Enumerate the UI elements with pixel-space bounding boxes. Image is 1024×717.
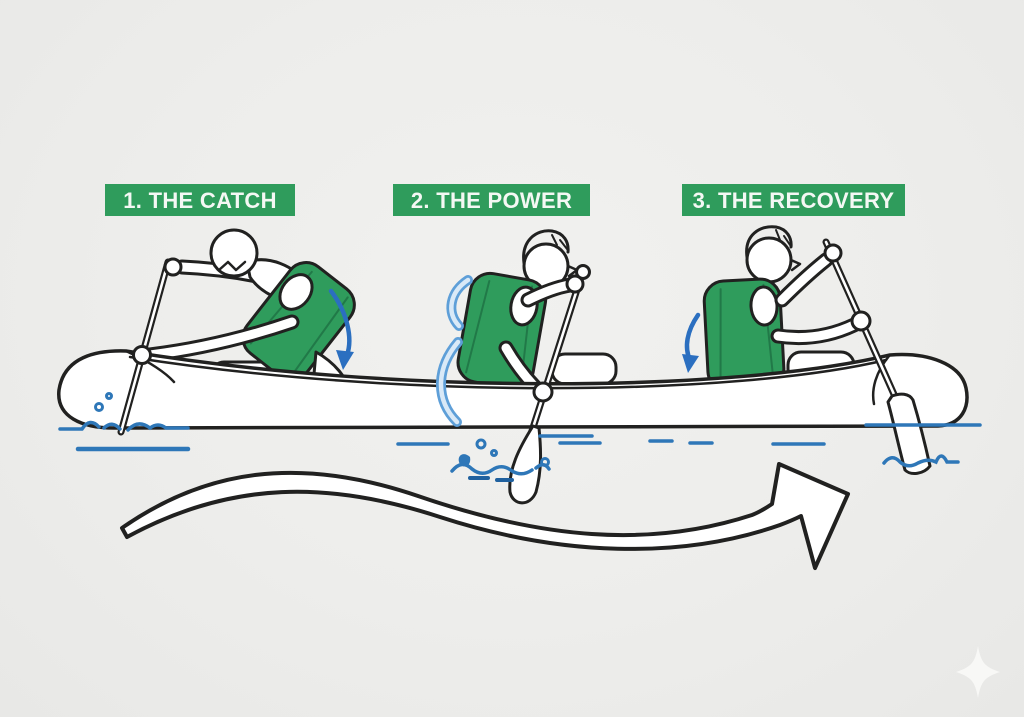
catch-top-hand (163, 257, 183, 277)
recovery-down-arrow-icon (682, 312, 701, 373)
bow-wave (58, 420, 190, 432)
power-grip-knob (575, 264, 591, 280)
recovery-face (789, 258, 802, 272)
power-lower-hand (532, 381, 554, 403)
paddles (117, 238, 932, 505)
hull-body (57, 349, 969, 430)
power-hair (522, 229, 570, 265)
splash-droplet (94, 402, 104, 412)
forward-swoosh-arrow-icon (120, 462, 850, 570)
catch-head (209, 228, 259, 278)
paddle-recovery-blade (886, 392, 932, 475)
paddler-power-figure (456, 229, 579, 398)
recovery-armhole (749, 285, 779, 327)
recovery-head (745, 236, 793, 284)
seat-middle (550, 352, 618, 386)
catch-armhole (278, 273, 314, 311)
power-vest (456, 271, 548, 391)
catch-down-arrow-icon (328, 288, 354, 370)
paddle-power-blade (508, 424, 543, 505)
step-label-catch: 1. THE CATCH (105, 184, 295, 216)
sparkle-icon (956, 646, 1000, 698)
paddler-recovery-figure (702, 225, 862, 393)
power-top-hand (565, 274, 585, 294)
power-splash (450, 438, 551, 482)
catch-lower-hand (132, 345, 152, 365)
catch-hair (217, 260, 247, 272)
rotation-arc-icon (436, 275, 473, 427)
step-label-power: 2. THE POWER (393, 184, 590, 216)
step-label-recovery: 3. THE RECOVERY (682, 184, 905, 216)
stern-cap-line (872, 354, 891, 406)
recovery-lower-hand (850, 310, 872, 332)
recovery-top-hand (823, 243, 843, 263)
water-lines (58, 392, 982, 482)
recovery-hair (745, 225, 793, 259)
recovery-blade-wave (882, 454, 960, 468)
